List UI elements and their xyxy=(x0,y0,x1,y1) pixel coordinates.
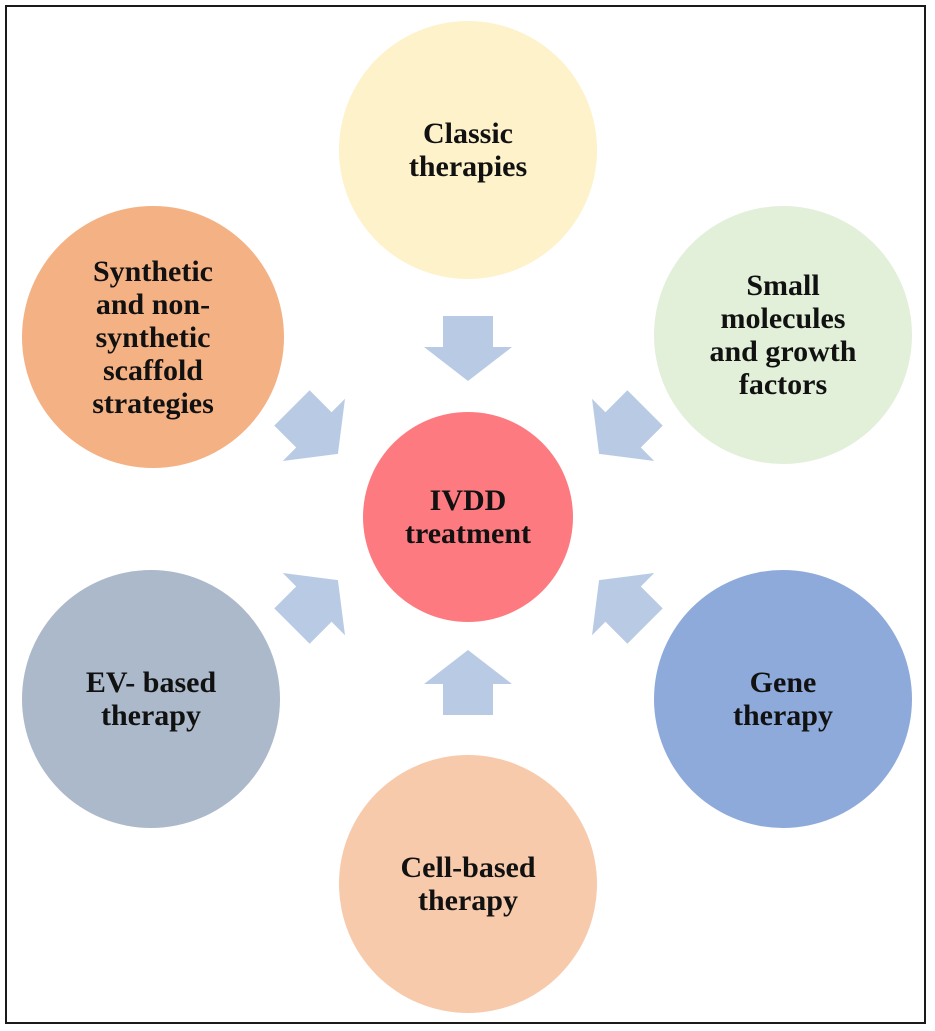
node-label: Gene therapy xyxy=(733,666,833,732)
node-ev-based-therapy: EV- based therapy xyxy=(22,570,280,828)
node-scaffold-strategies: Synthetic and non- synthetic scaffold st… xyxy=(22,206,284,468)
figure-frame xyxy=(5,5,926,1024)
node-label: Classic therapies xyxy=(408,117,528,183)
node-label: Cell-based therapy xyxy=(400,851,536,917)
arrow-from-gene-therapy xyxy=(592,573,663,644)
arrow-from-classic-therapies xyxy=(424,316,512,381)
node-small-molecules: Small molecules and growth factors xyxy=(654,206,912,464)
node-label: Synthetic and non- synthetic scaffold st… xyxy=(92,254,214,420)
node-gene-therapy: Gene therapy xyxy=(654,570,912,828)
node-classic-therapies: Classic therapies xyxy=(339,21,597,279)
node-cell-based-therapy: Cell-based therapy xyxy=(339,755,597,1013)
arrow-from-scaffold-strategies xyxy=(274,390,345,461)
center-label: IVDD treatment xyxy=(404,484,532,550)
node-ivdd-treatment: IVDD treatment xyxy=(363,412,573,622)
arrow-from-small-molecules xyxy=(592,390,663,461)
arrow-from-ev-based-therapy xyxy=(274,573,345,644)
node-label: EV- based therapy xyxy=(85,666,217,732)
arrow-from-cell-based-therapy xyxy=(424,650,512,715)
node-label: Small molecules and growth factors xyxy=(709,269,857,401)
